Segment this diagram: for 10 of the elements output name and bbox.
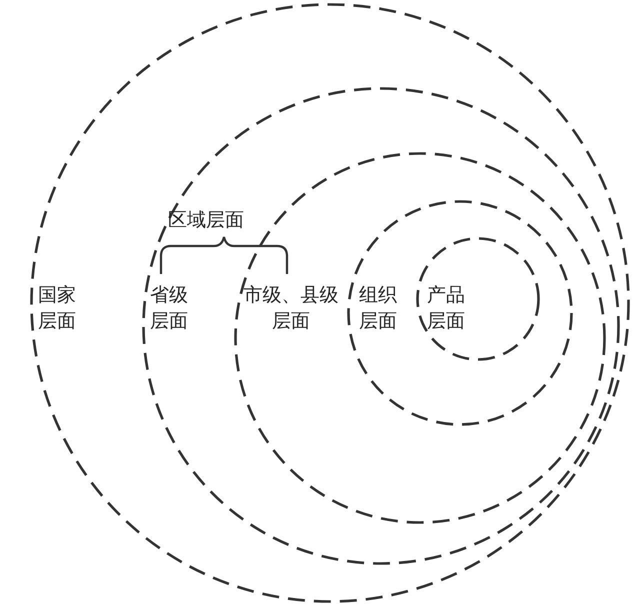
level-label: 产品层面: [426, 283, 466, 334]
dashed-ring: [142, 87, 620, 565]
dashed-ring: [347, 200, 573, 426]
level-label: 组织层面: [358, 283, 398, 334]
group-label: 区域层面: [168, 208, 244, 232]
level-label: 省级层面: [149, 283, 189, 334]
dashed-ring: [30, 3, 630, 603]
level-label: 国家层面: [37, 283, 77, 334]
level-label: 市级、县级层面: [242, 283, 340, 334]
dashed-ring: [416, 237, 540, 361]
